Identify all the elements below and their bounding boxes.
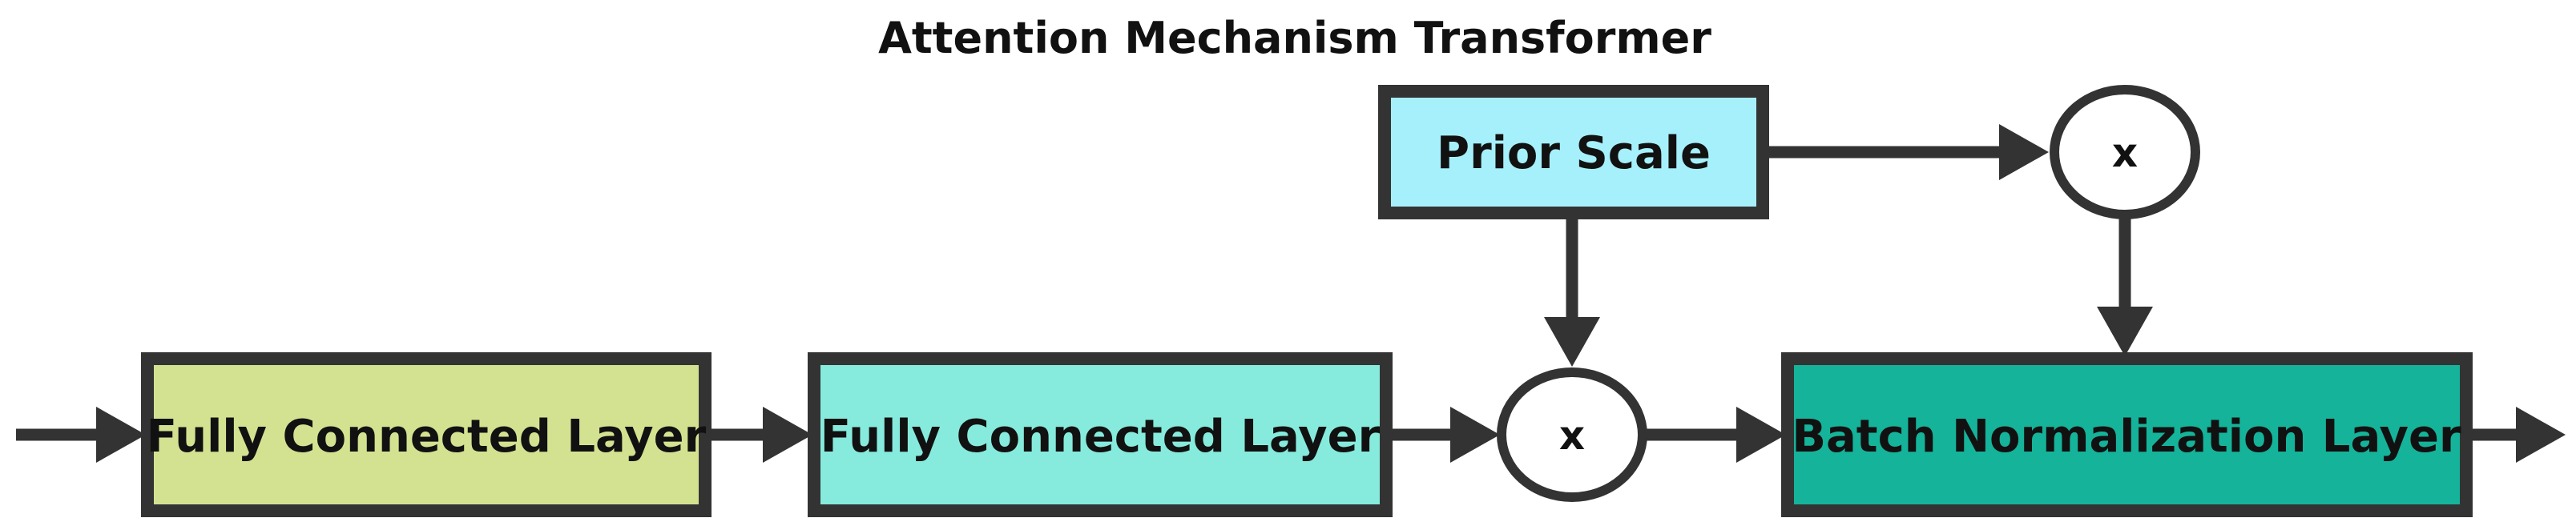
arrowhead-fc2-to-mul1 xyxy=(1450,407,1500,463)
mul2-label: x xyxy=(2112,130,2138,176)
arrowhead-mul2-to-bn xyxy=(2097,307,2153,356)
edges xyxy=(16,124,2566,463)
mul2-circle xyxy=(2050,85,2200,219)
fc1-box xyxy=(141,352,712,517)
fc2-label: Fully Connected Layer xyxy=(820,411,1381,463)
arrowhead-prior-to-mul2 xyxy=(1999,124,2049,180)
mul1-circle xyxy=(1497,367,1647,502)
prior-scale-label: Prior Scale xyxy=(1437,127,1711,179)
fc1-label: Fully Connected Layer xyxy=(147,411,707,463)
arrowhead-fc1-to-fc2 xyxy=(763,407,812,463)
node-fc1: Fully Connected Layer xyxy=(141,352,712,517)
fc2-box xyxy=(808,352,1393,517)
node-fc2: Fully Connected Layer xyxy=(808,352,1393,517)
arrowhead-bn-to-output xyxy=(2516,407,2566,463)
arrowhead-input-to-fc1 xyxy=(96,407,146,463)
arrowhead-prior-to-mul1 xyxy=(1544,317,1600,367)
mul1-label: x xyxy=(1559,412,1585,459)
diagram-title: Attention Mechanism Transformer xyxy=(878,13,1711,63)
batch-norm-label: Batch Normalization Layer xyxy=(1792,411,2461,463)
arrowhead-mul1-to-bn xyxy=(1736,407,1786,463)
batch-norm-box xyxy=(1781,352,2473,517)
node-prior-scale: Prior Scale xyxy=(1378,85,1769,219)
node-batch-norm: Batch Normalization Layer xyxy=(1781,352,2473,517)
node-mul1: x xyxy=(1497,367,1647,502)
node-mul2: x xyxy=(2050,85,2200,219)
prior-scale-box xyxy=(1378,85,1769,219)
